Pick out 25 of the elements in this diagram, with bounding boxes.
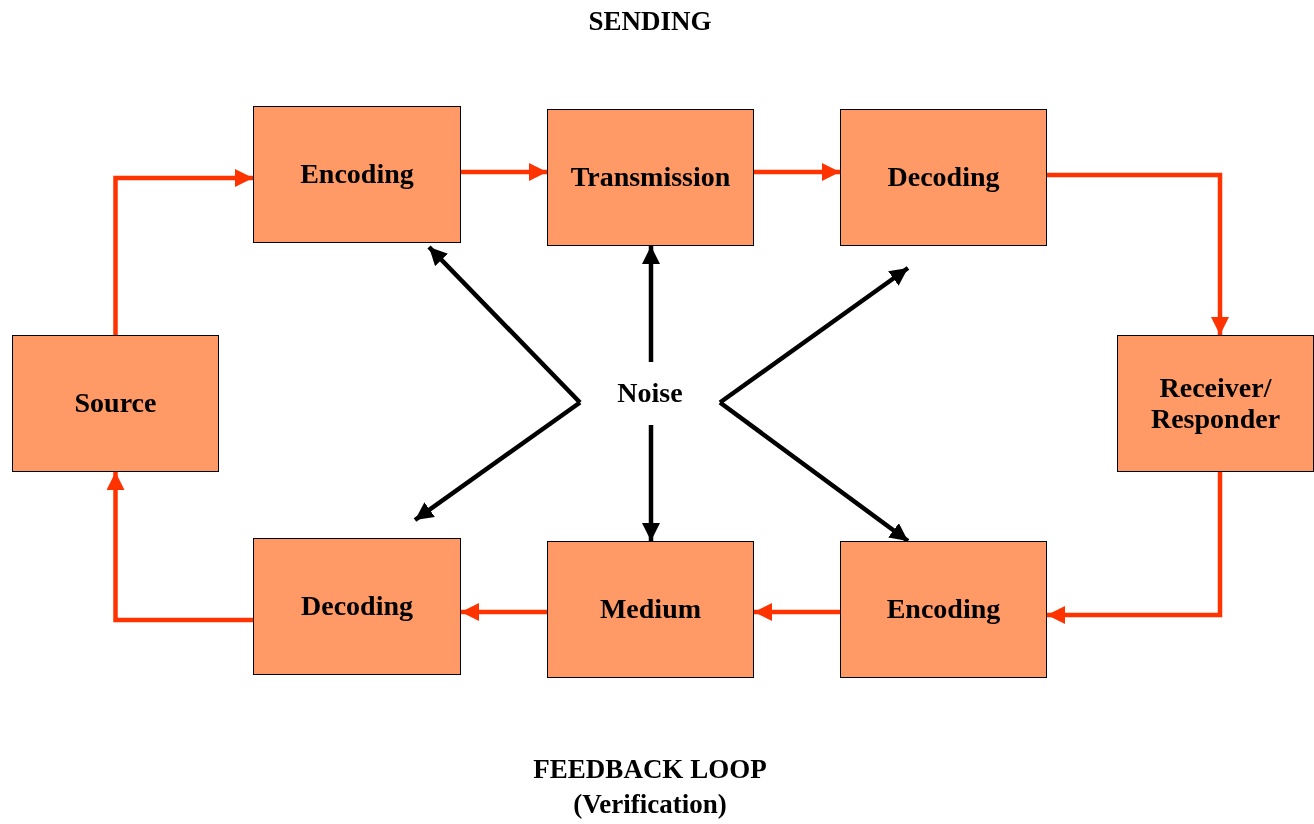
flow-arrow <box>1047 472 1223 624</box>
noise-arrow <box>642 425 660 541</box>
title: SENDING <box>587 5 713 38</box>
flow-arrow <box>461 163 547 181</box>
process-box: Source <box>12 335 219 472</box>
noise-arrow <box>718 400 910 543</box>
flow-arrow <box>461 603 547 621</box>
process-box: Encoding <box>253 106 461 243</box>
process-box: Medium <box>547 541 754 678</box>
noise-arrow <box>718 266 910 405</box>
flow-arrow <box>106 472 253 623</box>
noise-label: Noise <box>580 362 720 425</box>
noise-arrow <box>413 400 582 522</box>
process-box: Decoding <box>840 109 1047 246</box>
process-box: Transmission <box>547 109 754 246</box>
noise-arrow <box>427 245 582 405</box>
flow-arrow <box>113 169 253 335</box>
flow-arrow <box>1047 172 1229 335</box>
flow-arrow <box>754 163 840 181</box>
process-box: Encoding <box>840 541 1047 678</box>
caption: FEEDBACK LOOP (Verification) <box>532 753 768 822</box>
process-box: Receiver/ Responder <box>1117 335 1314 472</box>
flow-arrow <box>754 603 840 621</box>
noise-arrow <box>642 246 660 362</box>
process-box: Decoding <box>253 538 461 675</box>
